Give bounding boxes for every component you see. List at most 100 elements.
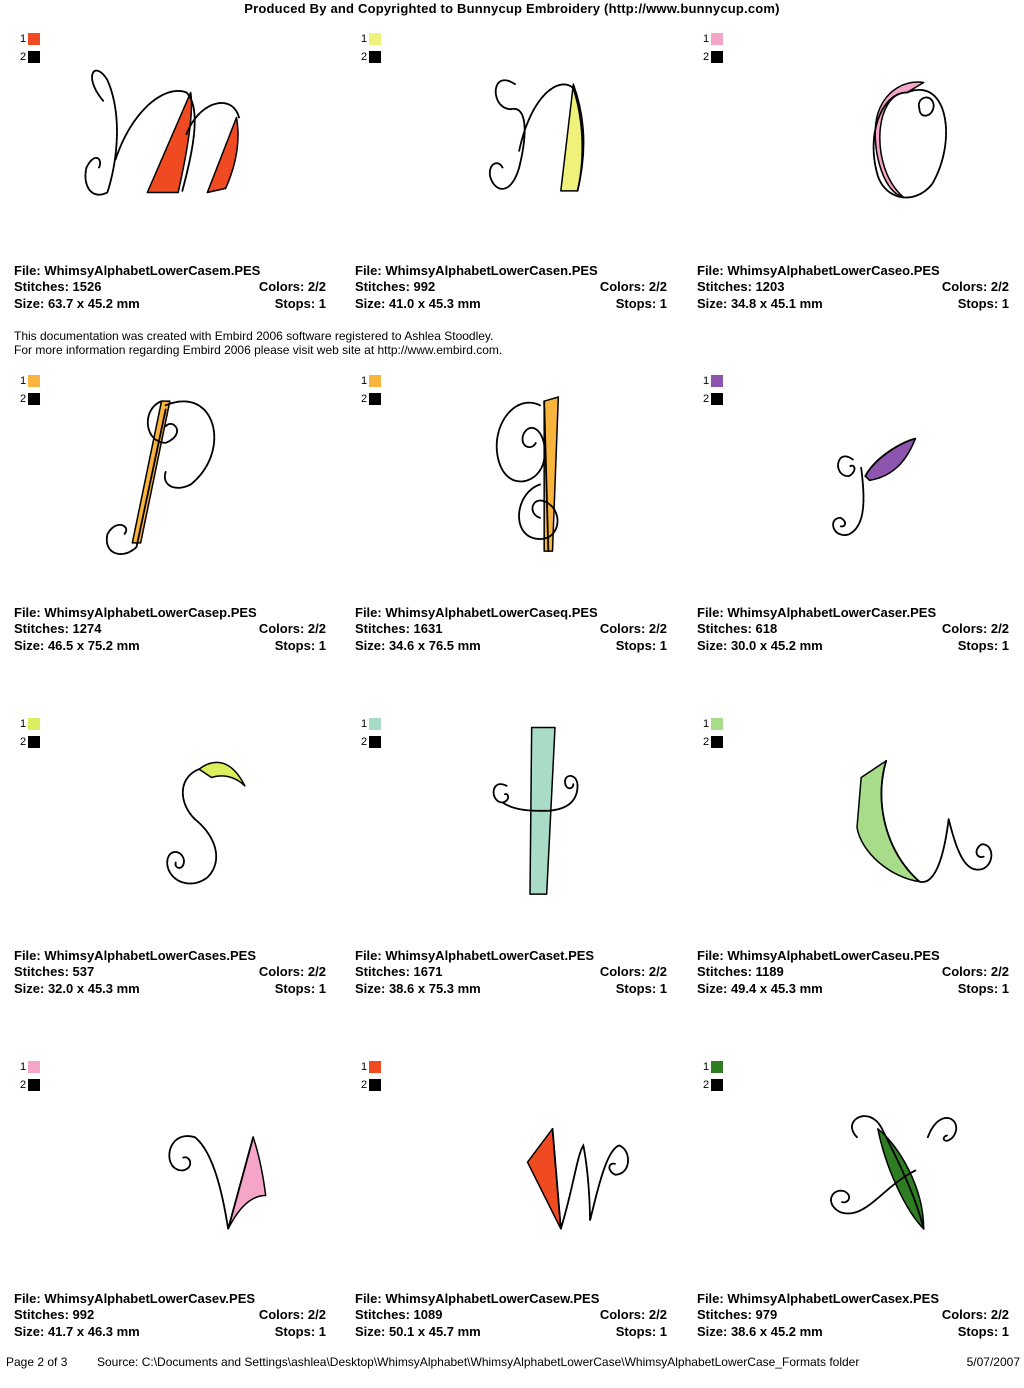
outline-stitch (872, 89, 947, 199)
stitch-count: Stitches: 1631 (355, 621, 443, 637)
file-name: File: WhimsyAlphabetLowerCasex.PES (697, 1291, 940, 1306)
legend-index: 1 (20, 718, 27, 730)
legend-index: 1 (703, 33, 710, 45)
design-size: Size: 30.0 x 45.2 mm (697, 637, 823, 653)
stitch-count: Stitches: 992 (355, 279, 436, 295)
ribbon-fill (874, 81, 925, 198)
color-count: Colors: 2/2 (258, 279, 326, 295)
file-name: File: WhimsyAlphabetLowerCaset.PES (355, 948, 595, 963)
design-cell-n: 1 2 File: WhimsyAlphabetLowerCasen.PES S… (355, 30, 667, 360)
letter-s-artwork (166, 761, 246, 885)
legend-index: 1 (361, 33, 368, 45)
letter-m-artwork (84, 69, 240, 196)
legend-index: 1 (361, 1061, 368, 1073)
design-info: File: WhimsyAlphabetLowerCaser.PES Stitc… (697, 605, 1009, 654)
letter-w-artwork (526, 1127, 629, 1230)
stitch-count: Stitches: 1526 (14, 279, 102, 295)
legend-index: 2 (20, 393, 27, 405)
thread-swatch-1 (369, 375, 381, 387)
design-cell-t: 1 2 File: WhimsyAlphabetLowerCaset.PES S… (355, 715, 667, 1045)
thread-swatch-1 (28, 718, 40, 730)
thread-color-legend: 1 2 (703, 715, 723, 751)
stitch-count: Stitches: 992 (14, 1307, 95, 1323)
letter-r-artwork (832, 437, 917, 536)
thread-swatch-2 (369, 393, 381, 405)
stop-count: Stops: 1 (274, 1323, 326, 1339)
stitch-count: Stitches: 1189 (697, 964, 784, 980)
thread-color-legend: 1 2 (703, 1058, 723, 1094)
design-size: Size: 49.4 x 45.3 mm (697, 980, 823, 996)
thread-swatch-2 (28, 51, 40, 63)
letter-n-artwork (488, 79, 585, 192)
design-cell-u: 1 2 File: WhimsyAlphabetLowerCaseu.PES S… (697, 715, 1009, 1045)
file-name: File: WhimsyAlphabetLowerCasep.PES (14, 605, 257, 620)
letter-p-artwork (105, 400, 216, 555)
outline-stitch (830, 1115, 958, 1230)
outline-stitch (495, 400, 559, 553)
file-name: File: WhimsyAlphabetLowerCasew.PES (355, 1291, 600, 1306)
thread-swatch-2 (711, 51, 723, 63)
thread-swatch-2 (369, 736, 381, 748)
file-name: File: WhimsyAlphabetLowerCasem.PES (14, 263, 261, 278)
design-size: Size: 34.6 x 76.5 mm (355, 637, 481, 653)
ribbon-fill (864, 437, 917, 482)
thread-color-legend: 1 2 (20, 715, 40, 751)
color-count: Colors: 2/2 (258, 621, 326, 637)
thread-color-legend: 1 2 (361, 372, 381, 408)
software-credit: This documentation was created with Embi… (14, 329, 502, 357)
legend-index: 1 (20, 1061, 27, 1073)
thread-swatch-1 (28, 33, 40, 45)
outline-stitch (492, 775, 579, 812)
stitch-count: Stitches: 1274 (14, 621, 102, 637)
thread-swatch-1 (369, 33, 381, 45)
color-count: Colors: 2/2 (941, 1307, 1009, 1323)
letter-x-artwork (830, 1115, 958, 1230)
ribbon-fill (146, 91, 239, 194)
thread-color-legend: 1 2 (703, 30, 723, 66)
stop-count: Stops: 1 (957, 980, 1009, 996)
color-count: Colors: 2/2 (599, 279, 667, 295)
stop-count: Stops: 1 (957, 295, 1009, 311)
thread-swatch-1 (369, 1061, 381, 1073)
design-info: File: WhimsyAlphabetLowerCases.PES Stitc… (14, 948, 326, 997)
thread-swatch-2 (711, 1079, 723, 1091)
legend-index: 2 (361, 51, 368, 63)
design-info: File: WhimsyAlphabetLowerCaseo.PES Stitc… (697, 263, 1009, 312)
stop-count: Stops: 1 (274, 637, 326, 653)
thread-color-legend: 1 2 (361, 30, 381, 66)
stop-count: Stops: 1 (615, 295, 667, 311)
design-cell-v: 1 2 File: WhimsyAlphabetLowerCasev.PES S… (14, 1058, 326, 1388)
legend-index: 2 (703, 736, 710, 748)
design-size: Size: 41.7 x 46.3 mm (14, 1323, 140, 1339)
stop-count: Stops: 1 (615, 1323, 667, 1339)
legend-index: 2 (361, 393, 368, 405)
letter-u-artwork (856, 759, 993, 883)
print-date: 5/07/2007 (966, 1355, 1020, 1369)
thread-swatch-1 (711, 375, 723, 387)
thread-swatch-2 (28, 1079, 40, 1091)
legend-index: 1 (703, 375, 710, 387)
color-count: Colors: 2/2 (941, 621, 1009, 637)
outline-stitch (166, 768, 218, 885)
stop-count: Stops: 1 (274, 295, 326, 311)
ribbon-fill (131, 400, 171, 544)
letter-q-artwork (495, 396, 560, 553)
thread-color-legend: 1 2 (20, 30, 40, 66)
legend-index: 1 (20, 375, 27, 387)
stitch-count: Stitches: 1089 (355, 1307, 443, 1323)
design-size: Size: 32.0 x 45.3 mm (14, 980, 140, 996)
letter-v-artwork (168, 1135, 267, 1230)
stitch-count: Stitches: 618 (697, 621, 778, 637)
outline-stitch (168, 1135, 255, 1230)
legend-index: 2 (703, 51, 710, 63)
ribbon-fill (856, 760, 921, 883)
design-cell-s: 1 2 File: WhimsyAlphabetLowerCases.PES S… (14, 715, 326, 1045)
thread-color-legend: 1 2 (361, 1058, 381, 1094)
stop-count: Stops: 1 (957, 637, 1009, 653)
stop-count: Stops: 1 (957, 1323, 1009, 1339)
color-count: Colors: 2/2 (258, 1307, 326, 1323)
stitch-count: Stitches: 537 (14, 964, 95, 980)
outline-stitch (84, 69, 240, 196)
file-name: File: WhimsyAlphabetLowerCasev.PES (14, 1291, 256, 1306)
thread-swatch-2 (28, 393, 40, 405)
